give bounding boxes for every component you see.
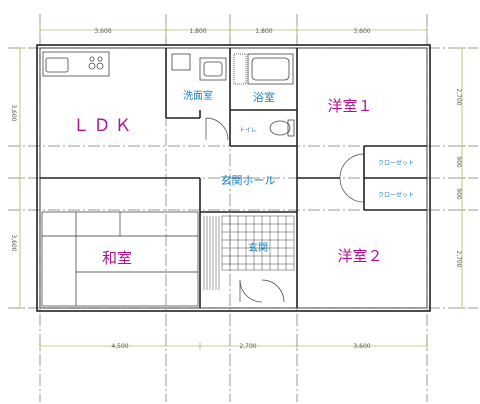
- dim-left-1: 3,600: [10, 104, 17, 121]
- dim-bottom-1: 4,500: [111, 343, 128, 350]
- room-toilet-label: トイレ: [239, 127, 257, 134]
- dim-right-1: 2,700: [455, 88, 462, 105]
- dim-right-3: 900: [455, 188, 462, 200]
- room-entrance-label: 玄関: [248, 241, 268, 254]
- room-western1-label: 洋室１: [327, 97, 372, 115]
- washroom-sink: [171, 53, 227, 81]
- room-western2-label: 洋室２: [337, 247, 382, 265]
- door-swings: [205, 117, 365, 303]
- dim-right-2: 900: [455, 156, 462, 168]
- room-bath-label: 浴室: [253, 90, 275, 104]
- room-ldk-label: ＬＤＫ: [73, 116, 136, 136]
- dim-top-1: 3,600: [94, 28, 111, 35]
- room-hall-label: 玄関ホール: [221, 173, 276, 187]
- room-washroom-label: 洗面室: [183, 89, 213, 102]
- dim-right-4: 2,700: [455, 250, 462, 267]
- bathtub: [233, 53, 294, 85]
- dim-bottom-2: 2,700: [239, 343, 256, 350]
- room-japanese-label: 和室: [102, 249, 132, 267]
- kitchen-counter: [42, 51, 110, 77]
- dim-top-2: 1,800: [189, 28, 206, 35]
- dim-top-3: 1,800: [255, 28, 272, 35]
- dim-bottom-3: 3,600: [353, 343, 370, 350]
- tatami-mats: [41, 211, 199, 307]
- dim-left-2: 3,600: [10, 234, 17, 251]
- dim-top-4: 3,600: [353, 28, 370, 35]
- walls: [36, 44, 431, 312]
- dimension-lines: [16, 26, 466, 350]
- room-closet1-label: クローゼット: [378, 159, 414, 167]
- entrance-floor-grid: [203, 215, 295, 290]
- toilet-fixture: [269, 119, 295, 137]
- room-closet2-label: クローゼット: [378, 191, 414, 199]
